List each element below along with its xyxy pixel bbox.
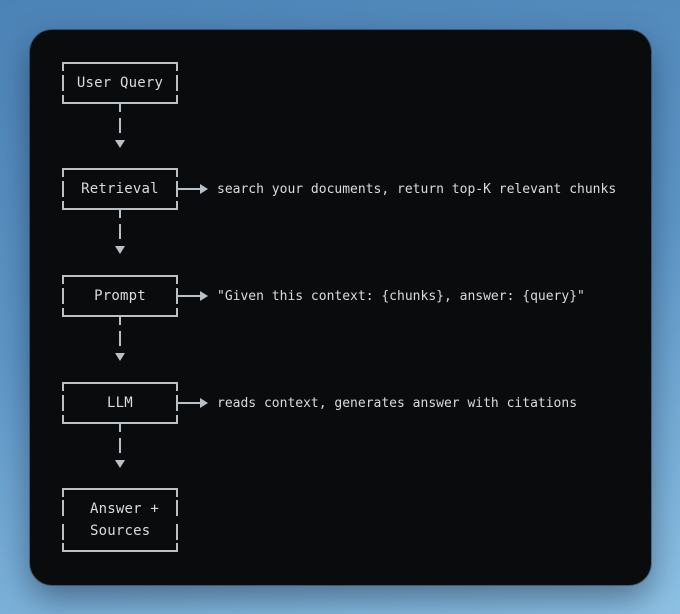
node-border-segment — [62, 288, 64, 304]
flow-connector — [114, 424, 126, 488]
node-border-segment — [176, 524, 178, 540]
node-border-segment — [62, 102, 178, 104]
node-border-segment — [62, 422, 178, 424]
node-border-segment — [62, 524, 64, 540]
flow-node-prompt: Prompt — [62, 275, 178, 317]
node-border-segment — [62, 500, 64, 516]
arrow-right-icon — [200, 291, 208, 301]
node-border-segment — [176, 543, 178, 552]
connector-line — [119, 438, 121, 453]
annotation-text-llm: reads context, generates answer with cit… — [217, 395, 578, 411]
node-label-user-query: User Query — [76, 75, 164, 91]
annotation-retrieval: search your documents, return top-K rele… — [178, 168, 616, 210]
node-border-segment — [62, 168, 178, 170]
arrow-down-icon — [115, 140, 125, 148]
annotation-prompt: "Given this context: {chunks}, answer: {… — [178, 275, 585, 317]
node-border-segment — [62, 95, 64, 104]
flow-connector — [114, 104, 126, 168]
annotation-text-prompt: "Given this context: {chunks}, answer: {… — [217, 288, 585, 304]
node-border-segment — [176, 488, 178, 497]
node-border-segment — [176, 168, 178, 177]
node-border-segment — [62, 382, 178, 384]
node-border-segment — [176, 75, 178, 91]
node-border-segment — [176, 181, 178, 197]
node-border-segment — [62, 550, 178, 552]
flow-connector — [114, 317, 126, 382]
node-label-line-1: Answer + — [90, 501, 160, 517]
node-border-segment — [176, 95, 178, 104]
node-border-segment — [62, 308, 64, 317]
node-label-answer-sources: Answer + Sources — [62, 498, 159, 542]
node-border-segment — [176, 288, 178, 304]
node-border-segment — [176, 415, 178, 424]
connector-line — [178, 402, 200, 404]
node-border-segment — [62, 543, 64, 552]
node-border-segment — [62, 201, 64, 210]
arrow-down-icon — [115, 460, 125, 468]
flow-node-answer-sources: Answer + Sources — [62, 488, 178, 552]
node-label-llm: LLM — [107, 395, 133, 411]
node-border-segment — [62, 75, 64, 91]
node-border-segment — [62, 62, 64, 71]
arrow-down-icon — [115, 246, 125, 254]
node-border-segment — [176, 382, 178, 391]
arrow-right-icon — [200, 184, 208, 194]
node-border-segment — [62, 275, 64, 284]
node-border-segment — [176, 62, 178, 71]
diagram-card: User Query Retrieval search your documen… — [30, 30, 651, 585]
node-border-segment — [176, 201, 178, 210]
node-border-segment — [62, 415, 64, 424]
flow-node-user-query: User Query — [62, 62, 178, 104]
node-border-segment — [62, 208, 178, 210]
node-border-segment — [62, 488, 178, 490]
node-border-segment — [62, 395, 64, 411]
node-border-segment — [62, 382, 64, 391]
node-border-segment — [62, 488, 64, 497]
flow-node-retrieval: Retrieval — [62, 168, 178, 210]
node-border-segment — [62, 275, 178, 277]
annotation-llm: reads context, generates answer with cit… — [178, 382, 577, 424]
connector-line — [119, 424, 121, 432]
node-label-line-2: Sources — [90, 523, 151, 539]
flow-connector — [114, 210, 126, 275]
connector-line — [119, 210, 121, 218]
node-border-segment — [176, 395, 178, 411]
flow-node-llm: LLM — [62, 382, 178, 424]
arrow-down-icon — [115, 353, 125, 361]
node-border-segment — [176, 500, 178, 516]
arrow-right-icon — [200, 398, 208, 408]
connector-line — [119, 118, 121, 133]
node-border-segment — [62, 168, 64, 177]
connector-line — [119, 104, 121, 112]
connector-line — [119, 331, 121, 346]
connector-line — [178, 295, 200, 297]
node-border-segment — [62, 315, 178, 317]
node-border-segment — [176, 308, 178, 317]
node-label-prompt: Prompt — [94, 288, 146, 304]
node-border-segment — [176, 275, 178, 284]
connector-line — [119, 224, 121, 239]
connector-line — [178, 188, 200, 190]
node-border-segment — [62, 181, 64, 197]
node-border-segment — [62, 62, 178, 64]
annotation-text-retrieval: search your documents, return top-K rele… — [217, 181, 617, 197]
connector-line — [119, 317, 121, 325]
node-label-retrieval: Retrieval — [81, 181, 159, 197]
